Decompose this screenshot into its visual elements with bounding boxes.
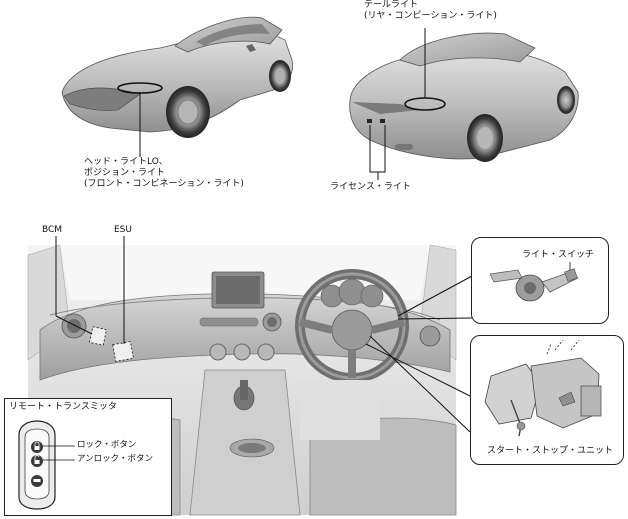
headlight-label: ヘッド・ライトLO、 ポジション・ライト (フロント・コンビネーション・ライト) [84,157,244,190]
interior-illustration [27,244,457,516]
rear-car [349,32,579,162]
light-switch-label: ライト・スイッチ [522,250,595,260]
start-stop-unit-callout: スタート・ストップ・ユニット [470,335,624,465]
front-car [61,16,293,138]
unlock-button-label: アンロック・ボタン [77,454,153,464]
bcm-label: BCM [42,225,63,235]
esu-location-marker [112,341,134,362]
license-light-left [367,119,372,123]
license-light-label: ライセンス・ライト [330,182,411,192]
lock-button-label: ロック・ボタン [77,440,137,450]
esu-label: ESU [114,225,132,235]
remote-transmitter-box: リモート・トランスミッタ ロック・ボタン アンロック・ボタン [4,398,172,516]
light-switch-illustration [489,262,579,302]
start-stop-unit-label: スタート・ストップ・ユニット [487,446,614,456]
bcm-location-marker [89,326,107,346]
tail-light-label-line2: (リヤ・コンビーション・ライト) [364,11,497,21]
start-stop-unit-illustration [484,339,602,437]
headlight-label-line1: ヘッド・ライトLO、 [84,157,168,167]
remote-transmitter-label: リモート・トランスミッタ [9,402,117,412]
headlight-label-line3: (フロント・コンビネーション・ライト) [84,179,244,189]
license-light-right [380,119,385,123]
remote-key-illustration [18,420,75,510]
light-switch-callout: ライト・スイッチ [471,237,609,324]
tail-light-label-line1: テールライト [364,0,419,10]
headlight-label-line2: ポジション・ライト [84,168,166,178]
tail-light-label: テールライト (リヤ・コンビーション・ライト) [364,0,497,22]
